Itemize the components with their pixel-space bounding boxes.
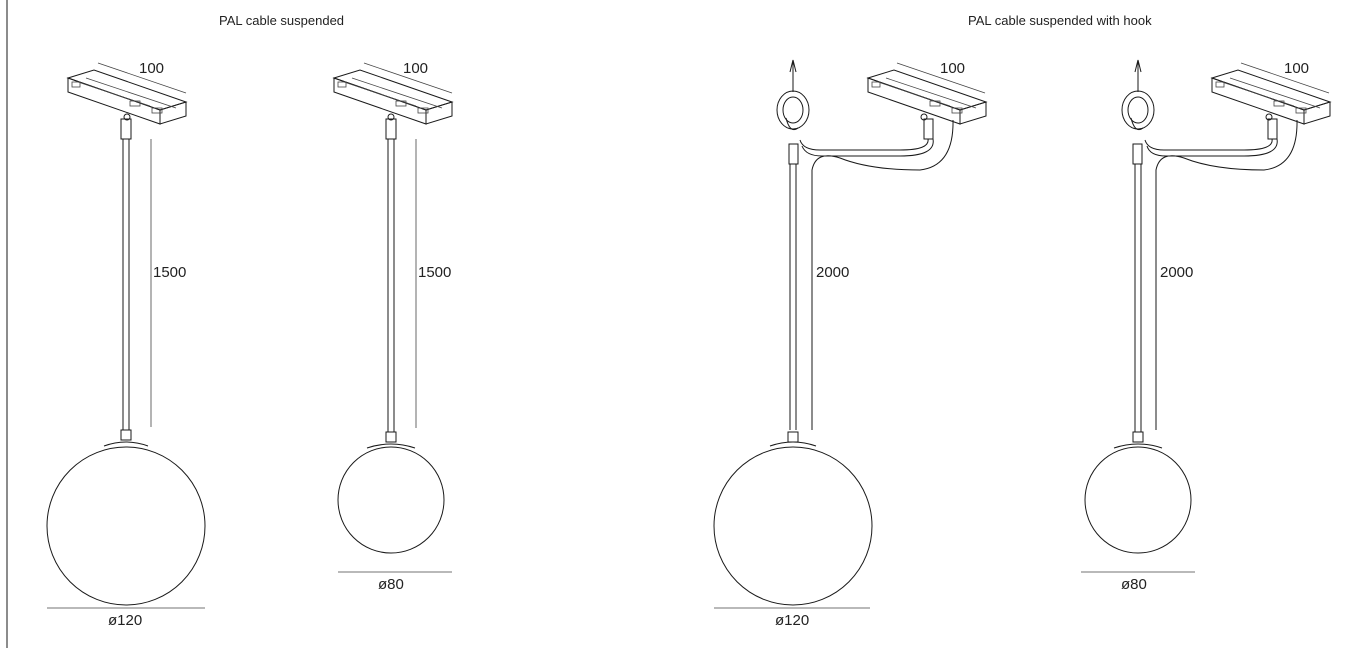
diameter-label: ø120 <box>108 612 143 629</box>
glass-globe <box>1084 446 1192 554</box>
cable-length-label: 1500 <box>418 264 452 281</box>
diameter-label: ø80 <box>378 576 404 593</box>
cable-clamp <box>788 143 799 165</box>
section-title-suspended-with-hook: PAL cable suspended with hook <box>968 13 1152 28</box>
lamp-socket <box>787 431 799 443</box>
track-length-label: 100 <box>940 60 966 77</box>
cable-clamp <box>120 118 132 140</box>
lamp-socket <box>1132 431 1144 443</box>
cable <box>799 138 929 151</box>
cable-length-label: 1500 <box>153 264 187 281</box>
track-length-label: 100 <box>139 60 165 77</box>
track-dimension-line <box>363 62 453 94</box>
diameter-label: ø120 <box>775 612 810 629</box>
lamp-2-drawing <box>332 62 454 573</box>
ceiling-hook <box>776 59 810 131</box>
length-dimension-line <box>811 119 954 430</box>
track-adapter <box>1210 69 1332 125</box>
cable <box>1144 138 1273 151</box>
cable-length-label: 2000 <box>816 264 850 281</box>
cable-length-label: 2000 <box>1160 264 1194 281</box>
length-dimension-line <box>1155 119 1298 430</box>
track-length-label: 100 <box>1284 60 1310 77</box>
glass-globe <box>46 446 206 606</box>
section-title-cable-suspended: PAL cable suspended <box>219 13 345 28</box>
ceiling-hook <box>1121 59 1155 131</box>
glass-globe <box>337 446 445 554</box>
track-adapter <box>66 69 188 125</box>
lamp-socket <box>385 431 397 443</box>
cable-clamp <box>385 118 397 140</box>
track-dimension-line <box>1240 62 1330 94</box>
track-dimension-line <box>896 62 986 94</box>
glass-globe <box>713 446 873 606</box>
lamp-4-drawing <box>1081 59 1332 573</box>
lamp-3-drawing <box>713 59 988 609</box>
track-adapter <box>332 69 454 125</box>
diameter-label: ø80 <box>1121 576 1147 593</box>
track-adapter <box>866 69 988 125</box>
cable-clamp <box>1132 143 1143 165</box>
lamp-socket <box>120 429 132 441</box>
track-length-label: 100 <box>403 60 429 77</box>
lamp-1-drawing <box>46 62 206 609</box>
track-dimension-line <box>97 62 187 94</box>
